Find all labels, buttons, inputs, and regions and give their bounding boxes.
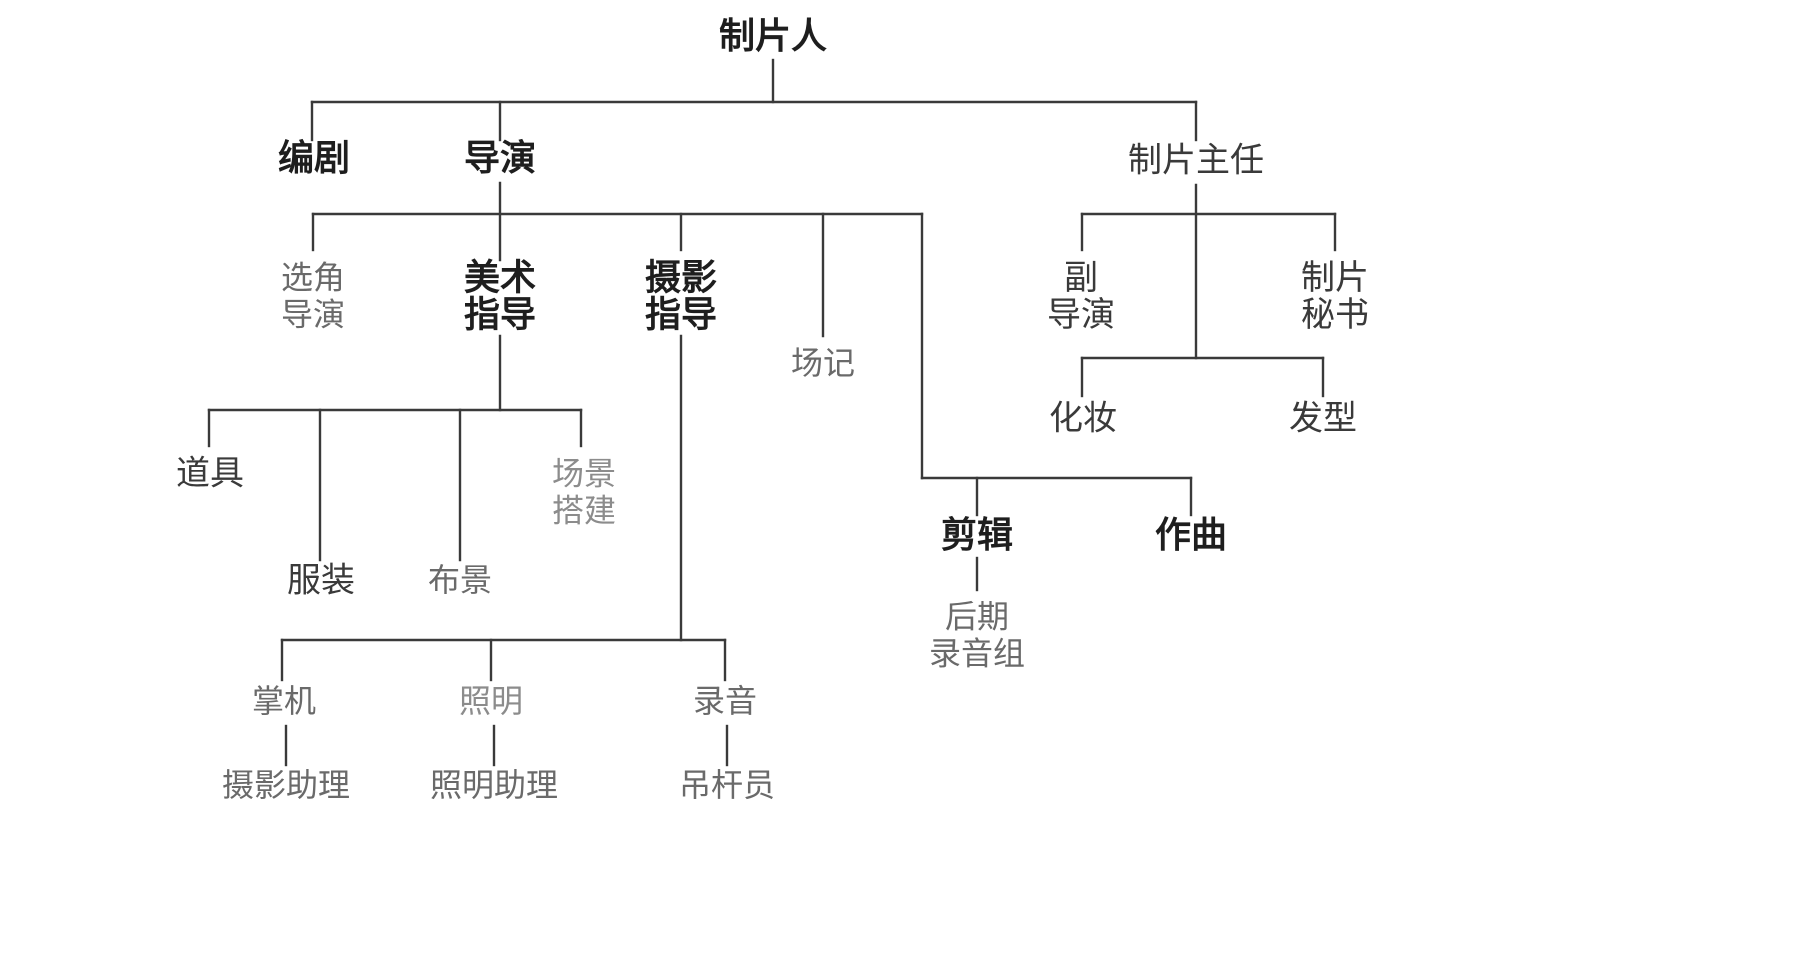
node-label-hairstyling: 发型: [1289, 399, 1357, 439]
node-label-camera-operator: 掌机: [252, 682, 316, 720]
node-producer: 制片人: [719, 16, 827, 57]
node-label-set-dressing: 布景: [428, 561, 492, 599]
node-label-art-director-line-1: 美术: [464, 258, 536, 299]
node-costume: 服装: [287, 561, 355, 601]
node-label-producer: 制片人: [719, 16, 827, 57]
node-label-camera-assistant: 摄影助理: [222, 766, 350, 804]
node-label-props: 道具: [176, 454, 244, 494]
node-production-manager: 制片主任: [1128, 141, 1264, 181]
connector-lines: [207, 58, 1337, 767]
node-camera-operator: 掌机: [252, 682, 316, 720]
node-lighting-assistant: 照明助理: [430, 766, 558, 804]
node-label-script-supervisor: 场记: [791, 344, 855, 382]
node-props: 道具: [176, 454, 244, 494]
node-label-cinematographer-line-2: 指导: [645, 295, 717, 336]
node-label-casting-director-line-2: 导演: [281, 296, 345, 334]
node-label-casting-director-line-1: 选角: [281, 259, 345, 297]
node-label-costume: 服装: [287, 561, 355, 601]
node-editing: 剪辑: [941, 515, 1013, 556]
node-assistant-director: 副导演: [1047, 258, 1115, 335]
node-label-post-sound-line-1: 后期: [945, 598, 1009, 636]
node-label-production-secretary-line-1: 制片: [1301, 258, 1369, 298]
node-label-screenwriter: 编剧: [278, 138, 350, 179]
node-label-director: 导演: [464, 138, 536, 179]
node-sound-recording: 录音: [693, 682, 757, 720]
node-screenwriter: 编剧: [278, 138, 350, 179]
node-label-post-sound-line-2: 录音组: [929, 635, 1025, 673]
node-label-production-secretary-line-2: 秘书: [1301, 295, 1369, 335]
node-label-assistant-director-line-2: 导演: [1047, 295, 1115, 335]
node-label-lighting-assistant: 照明助理: [430, 766, 558, 804]
node-label-art-director-line-2: 指导: [464, 295, 536, 336]
node-boom-operator: 吊杆员: [679, 766, 775, 804]
node-label-production-manager: 制片主任: [1128, 141, 1264, 181]
node-label-cinematographer-line-1: 摄影: [645, 258, 717, 299]
node-label-sound-recording: 录音: [693, 682, 757, 720]
node-label-editing: 剪辑: [941, 515, 1013, 556]
node-composer: 作曲: [1155, 515, 1227, 556]
role-nodes: 制片人编剧导演制片主任选角导演美术指导摄影指导场记副导演制片秘书化妆发型道具服装…: [176, 16, 1369, 804]
node-director: 导演: [464, 138, 536, 179]
node-makeup: 化妆: [1049, 399, 1117, 439]
node-lighting: 照明: [459, 682, 523, 720]
node-label-lighting: 照明: [459, 682, 523, 720]
node-label-composer: 作曲: [1155, 515, 1227, 556]
node-label-set-construction-line-1: 场景: [552, 455, 616, 493]
node-label-boom-operator: 吊杆员: [679, 766, 775, 804]
node-label-set-construction-line-2: 搭建: [552, 492, 616, 530]
node-label-assistant-director-line-1: 副: [1064, 258, 1098, 298]
node-set-dressing: 布景: [428, 561, 492, 599]
node-hairstyling: 发型: [1289, 399, 1357, 439]
node-label-makeup: 化妆: [1049, 399, 1117, 439]
node-script-supervisor: 场记: [791, 344, 855, 382]
node-camera-assistant: 摄影助理: [222, 766, 350, 804]
